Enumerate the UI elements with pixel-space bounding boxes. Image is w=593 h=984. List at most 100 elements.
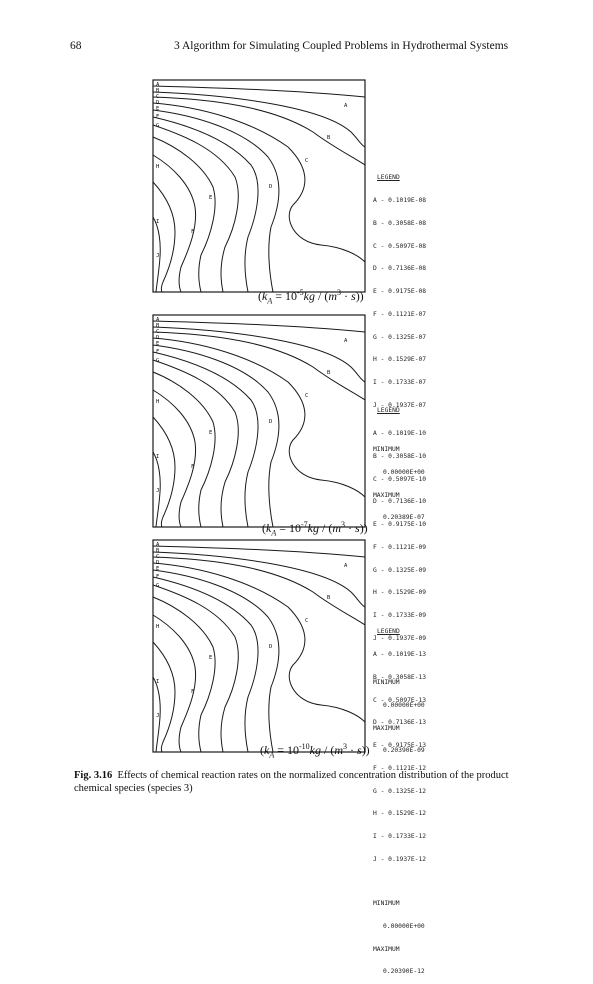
- legend-1: LEGEND A - 0.1019E-08 B - 0.3058E-08 C -…: [373, 159, 426, 530]
- contour-label: F: [191, 229, 194, 235]
- contour-label: I: [156, 219, 159, 225]
- contour-label: C: [156, 94, 159, 100]
- rate-formula-2: (kA = 10-7kg / (m3 · s)): [262, 520, 368, 538]
- contour-label: G: [156, 583, 159, 589]
- contour-label: E: [156, 566, 159, 572]
- contour-label: H: [156, 164, 159, 170]
- contour-label: D: [156, 335, 159, 341]
- legend-title: LEGEND: [377, 628, 400, 636]
- contour-label: I: [156, 454, 159, 460]
- legend-entry: D - 0.7136E-08: [373, 265, 427, 273]
- legend-entry: B - 0.3058E-08: [373, 219, 427, 227]
- minimum-label: MINIMUM: [373, 899, 400, 907]
- legend-entry: D - 0.7136E-10: [373, 498, 427, 506]
- legend-entry: E - 0.9175E-10: [373, 521, 427, 529]
- legend-entry: D - 0.7136E-13: [373, 719, 427, 727]
- maximum-label: MAXIMUM: [373, 724, 400, 732]
- contour-label: G: [156, 123, 159, 129]
- contour-plot-1: A B C D E F G A B C D E F H I J: [143, 77, 375, 311]
- rate-formula-1: (kA = 10-5kg / (m3 · s)): [258, 288, 364, 306]
- contour-label: G: [156, 358, 159, 364]
- legend-title: LEGEND: [377, 407, 400, 415]
- contour-label: E: [209, 430, 212, 436]
- contour-label: E: [156, 341, 159, 347]
- legend-entry: H - 0.1529E-07: [373, 356, 427, 364]
- contour-label: B: [327, 135, 331, 141]
- contour-label: I: [156, 679, 159, 685]
- maximum-value: 0.20390E-09: [383, 747, 425, 755]
- minimum-value: 0.00000E+00: [383, 922, 425, 930]
- contour-label: B: [327, 370, 331, 376]
- legend-entry: A - 0.1019E-10: [373, 429, 427, 437]
- contour-label: D: [269, 184, 272, 190]
- contour-label: A: [156, 82, 160, 88]
- legend-entry: A - 0.1019E-08: [373, 196, 427, 204]
- contour-plot-2: A B C D E F G A B C D E F H I J: [143, 312, 375, 546]
- legend-entry: J - 0.1937E-12: [373, 856, 427, 863]
- contour-label: A: [156, 317, 160, 323]
- legend-entry: C - 0.5097E-08: [373, 242, 427, 250]
- contour-label: B: [156, 88, 160, 94]
- caption-text: Effects of chemical reaction rates on th…: [74, 770, 509, 794]
- legend-entry: G - 0.1325E-07: [373, 333, 427, 341]
- contour-svg: A B C D E F G A B C D E F H I J: [152, 539, 366, 753]
- legend-entry: F - 0.1121E-09: [373, 543, 427, 551]
- contour-label: H: [156, 624, 159, 630]
- legend-entry: C - 0.5097E-10: [373, 475, 427, 483]
- legend-3: LEGEND A - 0.1019E-13 B - 0.3058E-13 C -…: [373, 613, 426, 984]
- legend-entry: H - 0.1529E-12: [373, 810, 427, 818]
- maximum-value: 0.20390E-12: [383, 968, 425, 976]
- legend-entry: H - 0.1529E-09: [373, 589, 427, 597]
- legend-entry: F - 0.1121E-07: [373, 310, 427, 318]
- legend-entry: B - 0.3058E-13: [373, 673, 427, 681]
- minimum-label: MINIMUM: [373, 445, 400, 453]
- minimum-value: 0.00000E+00: [383, 468, 425, 476]
- legend-entry: E - 0.9175E-13: [373, 742, 427, 750]
- legend-entry: I - 0.1733E-12: [373, 833, 427, 841]
- legend-entry: B - 0.3058E-10: [373, 452, 427, 460]
- legend-title: LEGEND: [377, 174, 400, 182]
- contour-label: H: [156, 399, 159, 405]
- legend-entry: F - 0.1121E-12: [373, 764, 427, 772]
- maximum-label: MAXIMUM: [373, 491, 400, 499]
- contour-label: D: [269, 644, 272, 650]
- contour-label: B: [327, 595, 331, 601]
- minimum-value: 0.00000E+00: [383, 701, 425, 709]
- contour-label: E: [156, 106, 159, 112]
- legend-entry: J - 0.1937E-07: [373, 402, 427, 409]
- legend-entry: A - 0.1019E-13: [373, 650, 427, 658]
- contour-svg: A B C D E F G A B C D E F H I J: [152, 79, 366, 293]
- contour-label: A: [344, 563, 348, 569]
- legend-entry: G - 0.1325E-12: [373, 787, 427, 795]
- contour-label: C: [305, 618, 308, 624]
- contour-plot-3: A B C D E F G A B C D E F H I J: [143, 537, 375, 771]
- contour-label: F: [191, 464, 194, 470]
- page-number: 68: [70, 40, 82, 52]
- contour-label: A: [156, 542, 160, 548]
- contour-label: J: [156, 253, 159, 259]
- contour-label: E: [209, 195, 212, 201]
- contour-label: J: [156, 713, 159, 719]
- maximum-label: MAXIMUM: [373, 945, 400, 953]
- contour-label: J: [156, 488, 159, 494]
- contour-label: D: [156, 560, 159, 566]
- legend-entry: C - 0.5097E-13: [373, 696, 427, 704]
- legend-entry: G - 0.1325E-09: [373, 566, 427, 574]
- contour-label: F: [156, 349, 159, 355]
- figure-label: Fig. 3.16: [74, 770, 113, 781]
- contour-label: B: [156, 323, 160, 329]
- maximum-value: 0.20389E-07: [383, 514, 425, 522]
- figure-caption: Fig. 3.16 Effects of chemical reaction r…: [74, 769, 534, 795]
- contour-svg: A B C D E F G A B C D E F H I J: [152, 314, 366, 528]
- minimum-label: MINIMUM: [373, 678, 400, 686]
- contour-label: C: [156, 554, 159, 560]
- contour-label: B: [156, 548, 160, 554]
- contour-label: F: [156, 574, 159, 580]
- contour-label: C: [305, 393, 308, 399]
- legend-entry: I - 0.1733E-09: [373, 612, 427, 620]
- contour-label: D: [156, 100, 159, 106]
- contour-label: F: [156, 114, 159, 120]
- contour-label: E: [209, 655, 212, 661]
- legend-entry: E - 0.9175E-08: [373, 288, 427, 296]
- legend-2: LEGEND A - 0.1019E-10 B - 0.3058E-10 C -…: [373, 392, 426, 763]
